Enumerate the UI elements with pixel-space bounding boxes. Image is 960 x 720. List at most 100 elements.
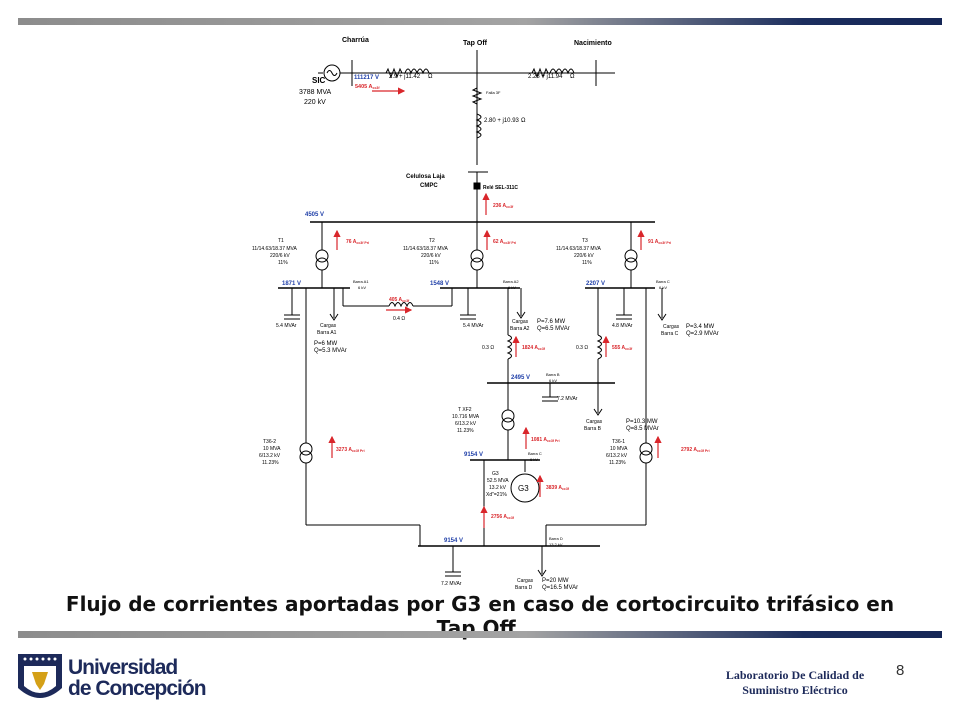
current-236: 236 Acc3f — [493, 203, 514, 209]
pq-a2-q: Q=6.5 MVAr — [537, 326, 570, 332]
barra-a2-kv: 6 kV — [508, 285, 516, 290]
rele-label: Relé SEL-311C — [483, 185, 518, 191]
cap-b: 7.2 MVAr — [557, 396, 578, 402]
falla-label: Falla 3F — [486, 90, 501, 95]
t3-impedance: 11% — [582, 260, 592, 266]
barra-b-name: Barra B — [546, 372, 560, 377]
t2-name: T2 — [429, 238, 435, 244]
g3-voltage: 13.2 kV — [489, 485, 507, 491]
current-2756: 2756 Acc3f — [491, 514, 515, 520]
t2-impedance: 11% — [429, 260, 439, 266]
pq-c-p: P=3.4 MW — [686, 324, 715, 330]
t3-voltage: 220/6 kV — [574, 253, 594, 259]
current-3839: 3839 Acc3f — [546, 485, 570, 491]
cargas-d-line1: Cargas — [517, 578, 534, 584]
g3-name: G3 — [492, 471, 499, 477]
cargas-a2-line1: Cargas — [512, 319, 529, 325]
cargas-a1-line2: Barra A1 — [317, 330, 337, 336]
g3-reactance: Xd"=21% — [486, 492, 507, 498]
pq-a2-p: P=7.6 MW — [537, 319, 566, 325]
cap-c: 4.8 MVAr — [612, 323, 633, 329]
barra-c-kv: 6 kV — [659, 285, 667, 290]
txf2-rating: 10.716 MVA — [452, 414, 480, 420]
t3-name: T3 — [582, 238, 588, 244]
bus-main-voltage: 4505 V — [305, 212, 324, 218]
current-2792: 2792 Acc3f Pri — [681, 447, 710, 453]
pq-a1-p: P=6 MW — [314, 341, 338, 347]
pq-b-p: P=10.3 MW — [626, 419, 658, 425]
reactor-03-b: 0.3 Ω — [576, 345, 588, 351]
t36-2-rating: 10 MVA — [263, 446, 281, 452]
university-name-line1: Universidad — [68, 656, 178, 679]
barra-c2-kv: 6 kV — [530, 457, 538, 462]
lab-name-line2: Suministro Eléctrico — [742, 683, 848, 697]
t36-1-impedance: 11.23% — [609, 460, 626, 466]
current-62: 62 Acc3f Pri — [493, 239, 516, 245]
t2-voltage: 220/6 kV — [421, 253, 441, 259]
page-number: 8 — [896, 662, 905, 679]
university-name: Universidad de Concepción — [68, 656, 207, 700]
bottom-divider-bar — [18, 631, 942, 638]
barra-d-kv: 13.2 kV — [549, 542, 563, 547]
barra-d-name: Barra D — [549, 536, 563, 541]
cap-a2: 5.4 MVAr — [463, 323, 484, 329]
sic-name: SIC — [312, 76, 326, 85]
t36-1-rating: 10 MVA — [610, 446, 628, 452]
cargas-a2-line2: Barra A2 — [510, 326, 530, 332]
single-line-diagram: Charrúa Tap Off Nacimiento SIC 3788 MVA … — [252, 37, 719, 591]
t1-rating: 11/14.63/18.37 MVA — [252, 246, 298, 252]
t36-1-voltage: 6/13.2 kV — [606, 453, 628, 459]
pq-b-q: Q=8.5 MVAr — [626, 426, 659, 432]
txf2-voltage: 6/13.2 kV — [455, 421, 477, 427]
celulosa-line2: CMPC — [420, 183, 438, 189]
sic-current: 5405 Acc3f — [355, 84, 380, 90]
cargas-c-line2: Barra C — [661, 331, 679, 337]
impedance-3: 2.80 + j10.93 — [484, 118, 520, 124]
v-1548: 1548 V — [430, 281, 449, 287]
v-2495: 2495 V — [511, 375, 530, 381]
pq-a1-q: Q=5.3 MVAr — [314, 348, 347, 354]
t1-impedance: 11% — [278, 260, 288, 266]
label-nacimiento: Nacimiento — [574, 40, 612, 47]
t36-1-name: T36-1 — [612, 439, 625, 445]
t36-2-voltage: 6/13.2 kV — [259, 453, 281, 459]
t1-name: T1 — [278, 238, 284, 244]
figure-caption: Flujo de corrientes aportadas por G3 en … — [65, 592, 895, 640]
label-tapoff: Tap Off — [463, 40, 488, 47]
barra-a1-kv: 6 kV — [358, 285, 366, 290]
sic-mva: 3788 MVA — [299, 89, 331, 96]
current-91: 91 Acc3f Pri — [648, 239, 671, 245]
current-1824: 1824 Acc3f — [522, 345, 546, 351]
ohm-1: Ω — [428, 74, 433, 80]
ohm-3: Ω — [521, 118, 526, 124]
ohm-2: Ω — [570, 74, 575, 80]
v-9154-b: 9154 V — [444, 538, 463, 544]
barra-c2-name: Barra C — [528, 451, 542, 456]
pq-c-q: Q=2.9 MVAr — [686, 331, 719, 337]
cargas-a1-line1: Cargas — [320, 323, 337, 329]
barra-b-kv: 6 kV — [549, 378, 557, 383]
university-name-line2: de Concepción — [68, 677, 207, 700]
current-1081: 1081 Acc3f Pri — [531, 437, 560, 443]
label-charrua: Charrúa — [342, 37, 369, 44]
barra-c-name: Barra C — [656, 279, 670, 284]
pq-d-p: P=20 MW — [542, 578, 569, 584]
current-555: 555 Acc3f — [612, 345, 633, 351]
top-divider-bar — [18, 18, 942, 25]
reactor-04: 0.4 Ω — [393, 316, 405, 322]
sic-voltage: 111217 V — [354, 75, 379, 81]
t3-rating: 11/14.63/18.37 MVA — [556, 246, 602, 252]
impedance-2: 2.28 + j11.94 — [528, 74, 563, 80]
v-9154-a: 9154 V — [464, 452, 483, 458]
t36-2-name: T36-2 — [263, 439, 276, 445]
barra-a1-name: Barra A1 — [353, 279, 369, 284]
current-76: 76 Acc3f Pri — [346, 239, 369, 245]
cap-d: 7.2 MVAr — [441, 581, 462, 587]
lab-name-line1: Laboratorio De Calidad de — [725, 668, 865, 682]
cargas-d-line2: Barra D — [515, 585, 533, 591]
v-1871: 1871 V — [282, 281, 301, 287]
cap-a1: 5.4 MVAr — [276, 323, 297, 329]
cargas-b-line1: Cargas — [586, 419, 603, 425]
university-logo — [18, 654, 62, 698]
current-405: 405 Acc3f — [389, 297, 410, 303]
